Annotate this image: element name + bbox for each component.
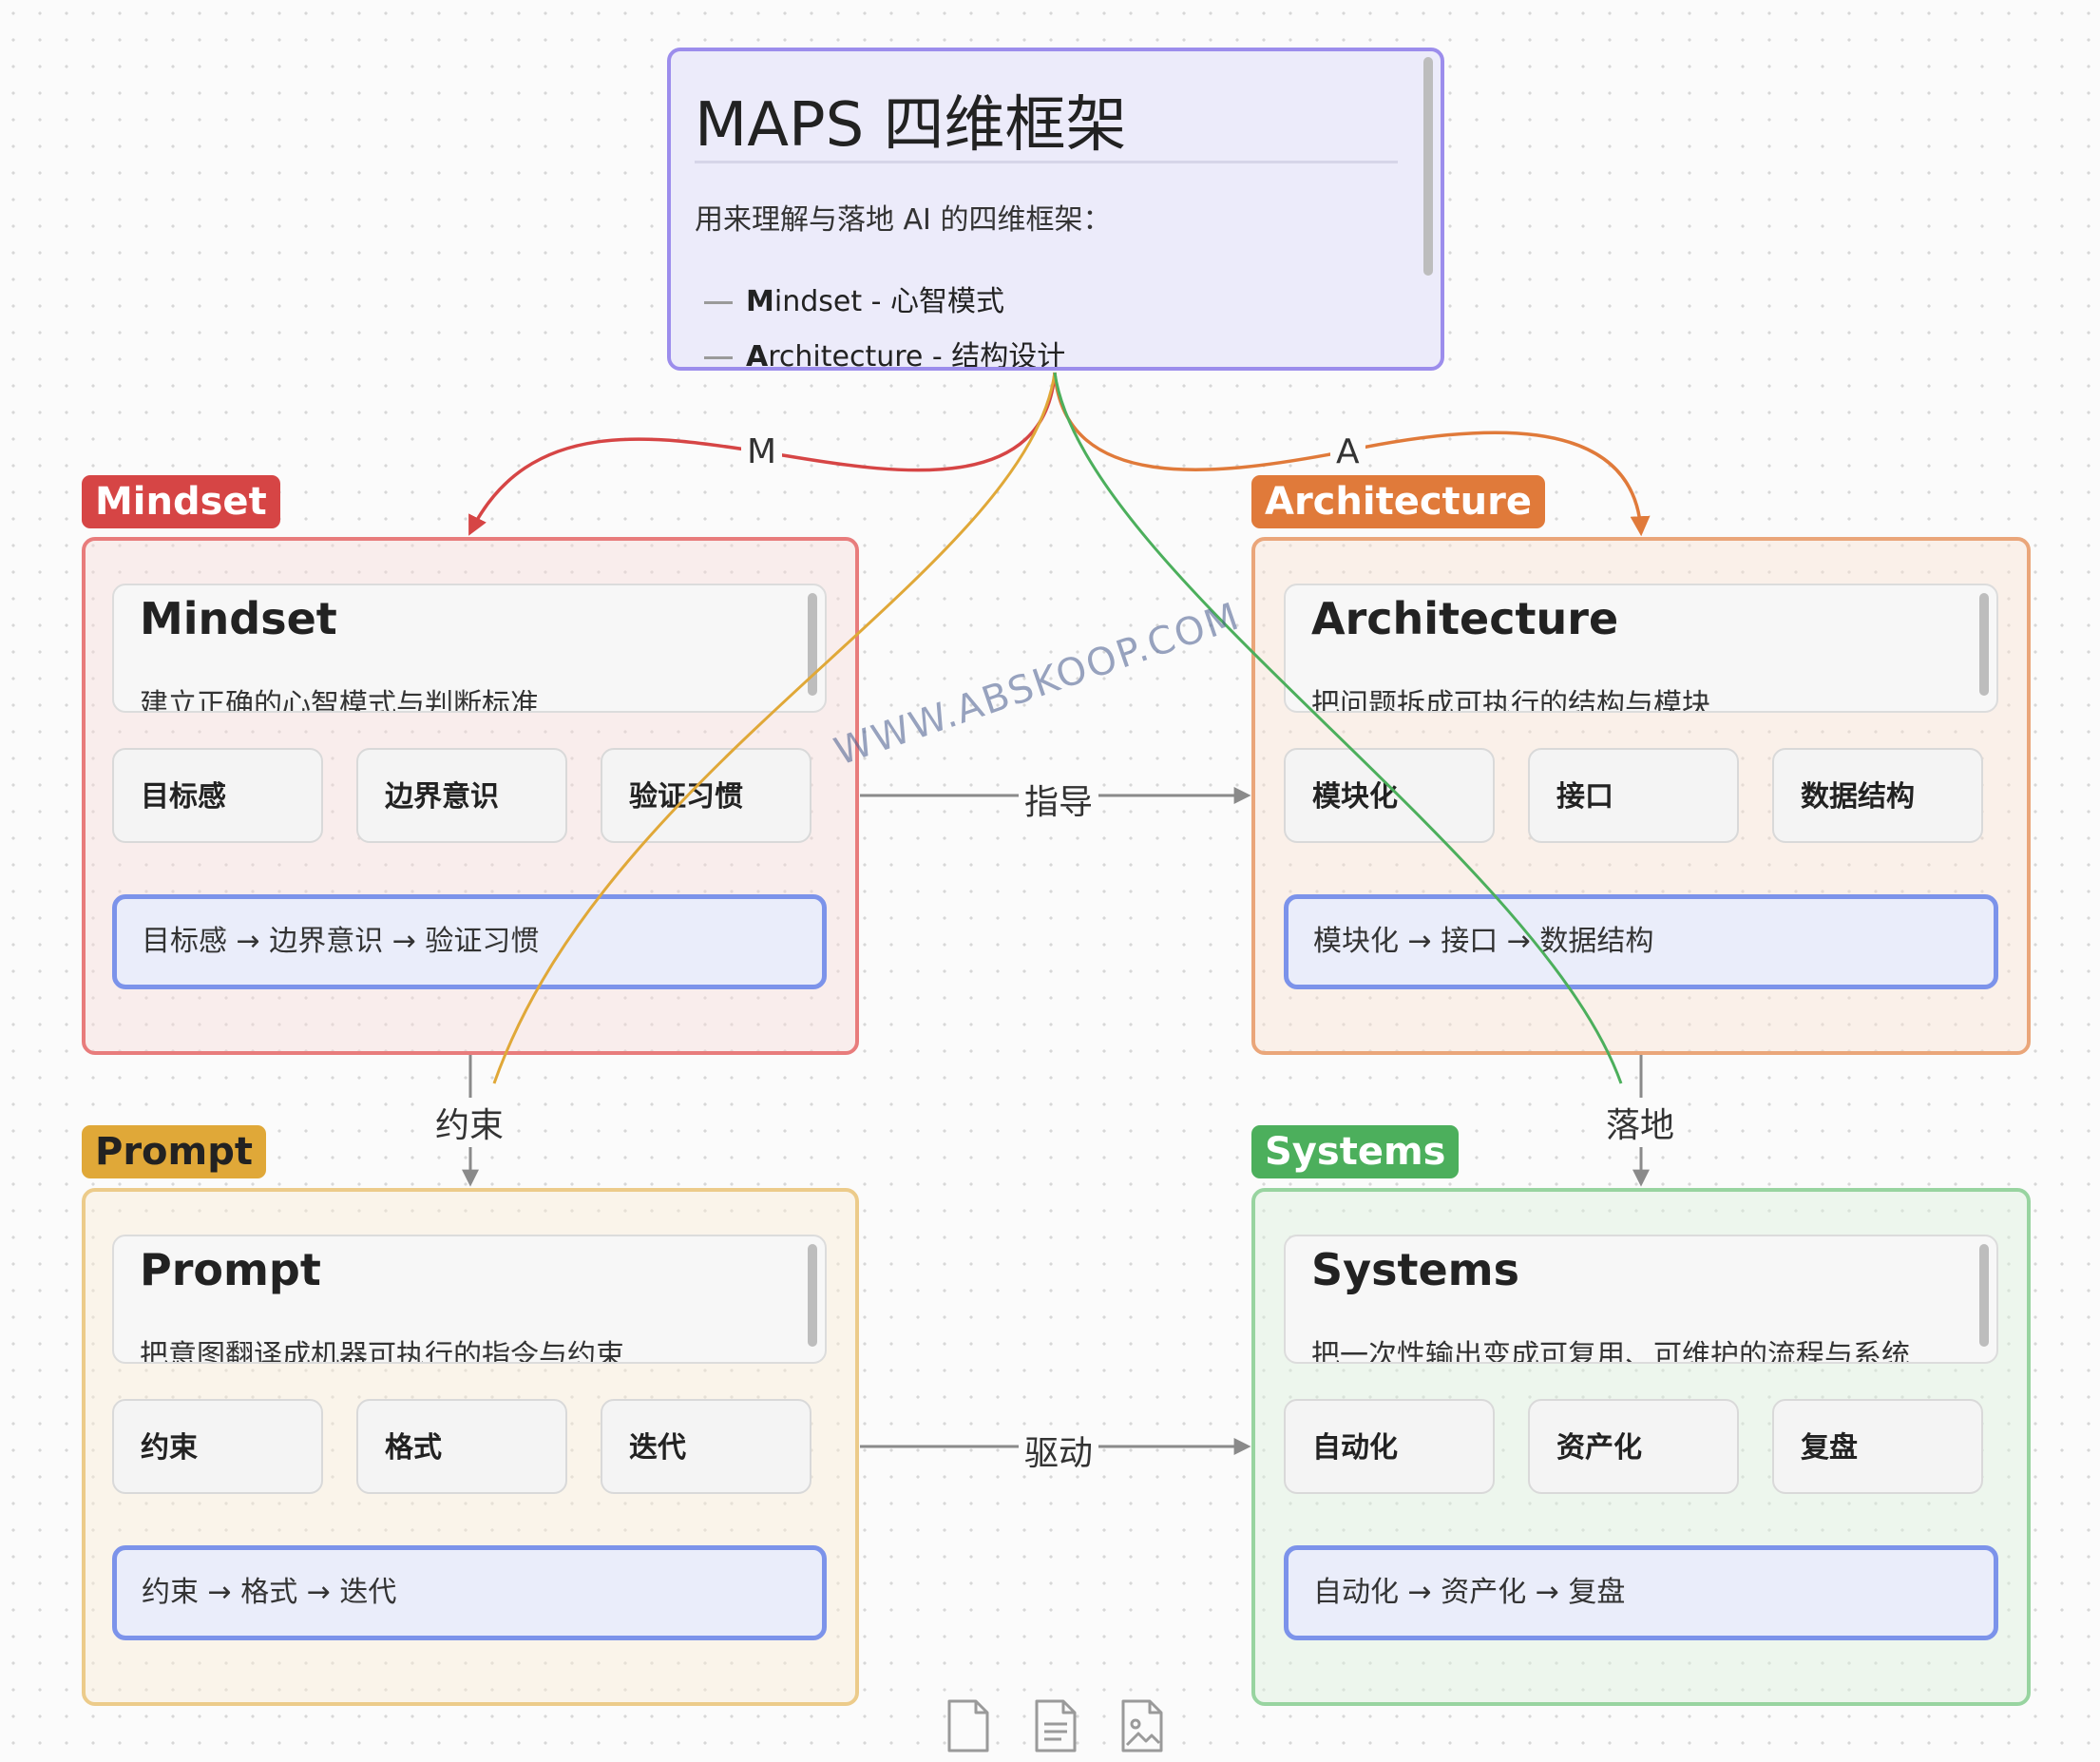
scrollbar[interactable] — [808, 1244, 817, 1347]
edge-label-drive: 驱动 — [1019, 1426, 1099, 1475]
scrollbar[interactable] — [1979, 1244, 1989, 1347]
mindset-title: Mindset — [140, 593, 337, 644]
systems-title-card[interactable]: Systems 把一次性输出变成可复用、可维护的流程与系统 — [1284, 1235, 1998, 1364]
root-list-item: Architecture - 结构设计 — [704, 333, 1065, 367]
group-tag-systems[interactable]: Systems — [1251, 1125, 1460, 1178]
systems-flow[interactable]: 自动化 → 资产化 → 复盘 — [1284, 1545, 1998, 1640]
architecture-desc: 把问题拆成可执行的结构与模块 — [1311, 688, 1710, 713]
architecture-title: Architecture — [1311, 593, 1619, 644]
dash-icon — [704, 301, 733, 304]
prompt-title-card[interactable]: Prompt 把意图翻译成机器可执行的指令与约束 — [112, 1235, 827, 1364]
group-tag-architecture[interactable]: Architecture — [1251, 475, 1545, 528]
mindset-desc: 建立正确的心智模式与判断标准 — [140, 688, 539, 713]
root-intro: 用来理解与落地 AI 的四维框架： — [695, 203, 1112, 237]
mindset-tile-1[interactable]: 目标感 — [112, 748, 323, 843]
architecture-tile-2[interactable]: 接口 — [1528, 748, 1739, 843]
architecture-flow[interactable]: 模块化 → 接口 → 数据结构 — [1284, 894, 1998, 989]
systems-desc: 把一次性输出变成可复用、可维护的流程与系统 — [1311, 1339, 1910, 1364]
group-tag-prompt[interactable]: Prompt — [82, 1125, 266, 1178]
prompt-flow[interactable]: 约束 → 格式 → 迭代 — [112, 1545, 827, 1640]
architecture-tile-3[interactable]: 数据结构 — [1772, 748, 1983, 843]
edge-label-constrain: 约束 — [430, 1098, 510, 1147]
blank-document-icon[interactable] — [945, 1699, 991, 1752]
prompt-title: Prompt — [140, 1244, 321, 1295]
root-list-item: Mindset - 心智模式 — [704, 278, 1004, 319]
edge-label-a: A — [1330, 432, 1365, 471]
scrollbar[interactable] — [808, 593, 817, 696]
systems-tile-3[interactable]: 复盘 — [1772, 1399, 1983, 1494]
prompt-tile-1[interactable]: 约束 — [112, 1399, 323, 1494]
root-title: MAPS 四维框架 — [695, 90, 1127, 161]
group-tag-mindset[interactable]: Mindset — [82, 475, 280, 528]
systems-tile-1[interactable]: 自动化 — [1284, 1399, 1495, 1494]
edge-label-guide: 指导 — [1019, 775, 1099, 824]
mindset-flow[interactable]: 目标感 → 边界意识 → 验证习惯 — [112, 894, 827, 989]
architecture-tile-1[interactable]: 模块化 — [1284, 748, 1495, 843]
root-node[interactable]: MAPS 四维框架 用来理解与落地 AI 的四维框架： Mindset - 心智… — [667, 48, 1444, 371]
prompt-tile-3[interactable]: 迭代 — [601, 1399, 811, 1494]
systems-tile-2[interactable]: 资产化 — [1528, 1399, 1739, 1494]
scrollbar[interactable] — [1423, 57, 1433, 276]
prompt-desc: 把意图翻译成机器可执行的指令与约束 — [140, 1339, 624, 1364]
root-divider — [695, 161, 1398, 163]
mindset-tile-2[interactable]: 边界意识 — [356, 748, 567, 843]
watermark: WWW.ABSKOOP.COM — [829, 594, 1246, 775]
dash-icon — [704, 356, 733, 359]
image-document-icon[interactable] — [1119, 1699, 1165, 1752]
prompt-tile-2[interactable]: 格式 — [356, 1399, 567, 1494]
scrollbar[interactable] — [1979, 593, 1989, 696]
architecture-title-card[interactable]: Architecture 把问题拆成可执行的结构与模块 — [1284, 584, 1998, 713]
edge-label-m: M — [741, 432, 783, 471]
mindset-tile-3[interactable]: 验证习惯 — [601, 748, 811, 843]
mindset-title-card[interactable]: Mindset 建立正确的心智模式与判断标准 — [112, 584, 827, 713]
systems-title: Systems — [1311, 1244, 1519, 1295]
edge-label-land: 落地 — [1600, 1098, 1681, 1147]
text-document-icon[interactable] — [1033, 1699, 1079, 1752]
